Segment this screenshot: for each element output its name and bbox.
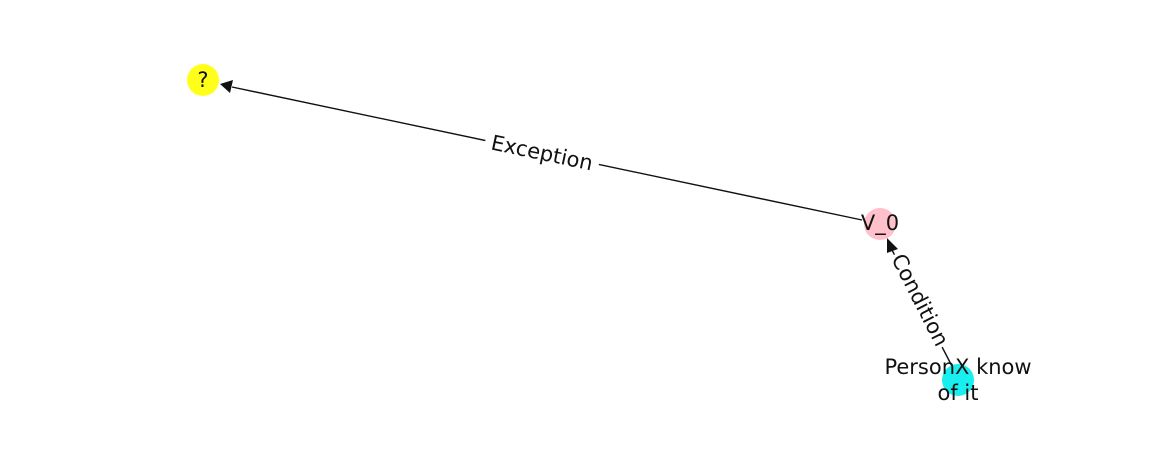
node-personx-label-line1: PersonX know bbox=[884, 355, 1031, 379]
edge-condition-label-bg bbox=[883, 247, 957, 353]
node-v0-circle bbox=[864, 208, 896, 240]
node-question-label: ? bbox=[197, 68, 208, 92]
edge-exception: Exception bbox=[220, 80, 863, 221]
edge-exception-label: Exception bbox=[489, 131, 595, 176]
edge-exception-label-bg bbox=[482, 127, 602, 179]
node-personx: PersonX know of it bbox=[884, 355, 1031, 405]
edge-condition: Condition bbox=[883, 238, 957, 373]
edge-condition-label: Condition bbox=[887, 250, 954, 350]
node-question: ? bbox=[187, 64, 219, 96]
edge-condition-arrowhead bbox=[887, 238, 898, 253]
node-v0-label: V_0 bbox=[861, 211, 899, 236]
node-personx-circle bbox=[942, 364, 974, 396]
edge-exception-arrowhead bbox=[220, 80, 233, 93]
node-personx-label-line2: of it bbox=[938, 381, 979, 405]
node-question-circle bbox=[187, 64, 219, 96]
node-v0: V_0 bbox=[861, 208, 899, 240]
